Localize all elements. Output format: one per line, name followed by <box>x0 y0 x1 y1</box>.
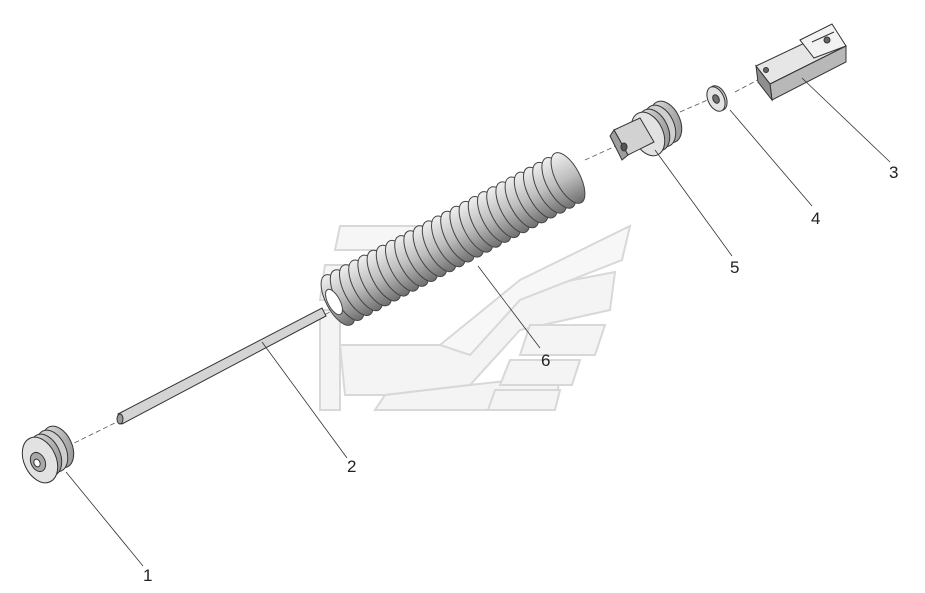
leader-line-3 <box>801 77 891 163</box>
callout-3: 3 <box>889 163 898 182</box>
end-cap-left <box>21 425 75 484</box>
leader-line-1 <box>65 471 144 567</box>
watermark-logo <box>318 224 632 411</box>
rod <box>116 307 327 425</box>
callout-1: 1 <box>143 566 152 585</box>
clevis-fork <box>755 23 847 102</box>
end-cap-right <box>609 100 683 161</box>
leader-line-4 <box>729 109 813 207</box>
leader-lines <box>65 77 891 567</box>
callout-5: 5 <box>730 258 739 277</box>
callout-2: 2 <box>347 457 356 476</box>
callout-6: 6 <box>541 351 550 370</box>
coil-spring <box>320 152 586 326</box>
leader-line-6 <box>477 265 541 349</box>
washer <box>706 85 728 112</box>
assembly-axis-line <box>59 75 766 451</box>
callout-labels: 1 2 3 4 5 6 <box>143 163 898 585</box>
callout-4: 4 <box>811 209 820 228</box>
spring-coil <box>550 152 586 204</box>
leader-line-2 <box>261 341 348 459</box>
spring-end-opening <box>325 288 343 316</box>
leader-line-5 <box>654 149 733 257</box>
